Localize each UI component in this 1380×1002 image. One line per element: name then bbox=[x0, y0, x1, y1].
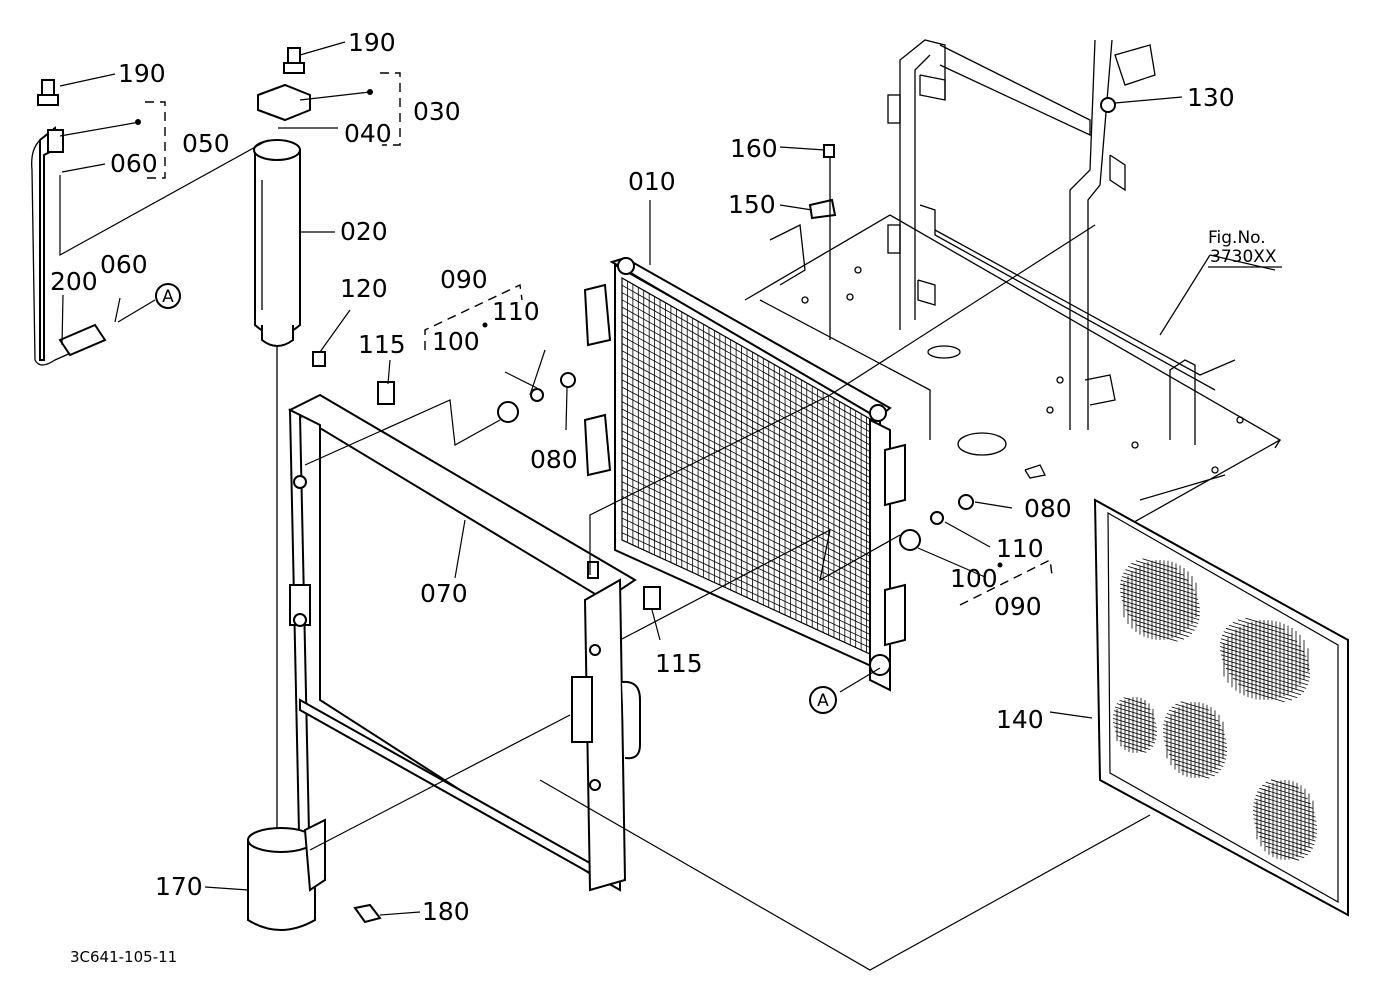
callout-190-left: 190 bbox=[118, 59, 166, 88]
callout-070: 070 bbox=[420, 579, 468, 608]
callout-080-left: 080 bbox=[530, 445, 578, 474]
figure-reference: Fig.No. 3730XX bbox=[1208, 228, 1282, 268]
connection-marker-a2: A bbox=[809, 686, 837, 714]
callout-130: 130 bbox=[1187, 83, 1235, 112]
callout-010: 010 bbox=[628, 167, 676, 196]
callout-160: 160 bbox=[730, 134, 778, 163]
callout-115-upper: 115 bbox=[358, 330, 406, 359]
callout-150: 150 bbox=[728, 190, 776, 219]
condenser-010 bbox=[583, 256, 906, 692]
callout-080-right: 080 bbox=[1024, 494, 1072, 523]
callout-115-lower: 115 bbox=[655, 649, 703, 678]
figure-reference-label: Fig.No. bbox=[1208, 228, 1266, 248]
clamp-170 bbox=[247, 818, 326, 931]
callout-110-left: 110 bbox=[492, 297, 540, 326]
drawing-number: 3C641-105-11 bbox=[70, 948, 177, 966]
callout-100-right: 100 bbox=[950, 564, 998, 593]
callout-190-right: 190 bbox=[348, 28, 396, 57]
callout-110-right: 110 bbox=[996, 534, 1044, 563]
svg-text:A: A bbox=[817, 691, 829, 711]
frame-070 bbox=[287, 393, 641, 892]
callout-120: 120 bbox=[340, 274, 388, 303]
callout-050: 050 bbox=[182, 129, 230, 158]
callout-060-lower: 060 bbox=[100, 250, 148, 279]
callout-200: 200 bbox=[50, 267, 98, 296]
connection-marker-a1: A bbox=[155, 283, 181, 309]
callout-090-left: 090 bbox=[440, 265, 488, 294]
callout-140: 140 bbox=[996, 705, 1044, 734]
callout-170: 170 bbox=[155, 872, 203, 901]
leader-lines bbox=[59, 41, 1276, 971]
callout-040: 040 bbox=[344, 119, 392, 148]
small-parts bbox=[31, 47, 974, 924]
callout-100-left: 100 bbox=[432, 327, 480, 356]
callout-180: 180 bbox=[422, 897, 470, 926]
screen-140 bbox=[1093, 498, 1349, 917]
screen-mesh bbox=[1112, 558, 1318, 861]
figure-reference-number: 3730XX bbox=[1210, 247, 1277, 267]
cab-frame bbox=[744, 39, 1282, 533]
receiver-drier-020 bbox=[253, 139, 301, 850]
svg-text:A: A bbox=[162, 287, 174, 307]
condenser-fins bbox=[621, 277, 873, 656]
callouts: 190 190 050 060 040 030 020 200 060 120 … bbox=[50, 28, 1235, 926]
callout-090-right: 090 bbox=[994, 592, 1042, 621]
callout-020: 020 bbox=[340, 217, 388, 246]
callout-060-upper: 060 bbox=[110, 149, 158, 178]
callout-030: 030 bbox=[413, 97, 461, 126]
